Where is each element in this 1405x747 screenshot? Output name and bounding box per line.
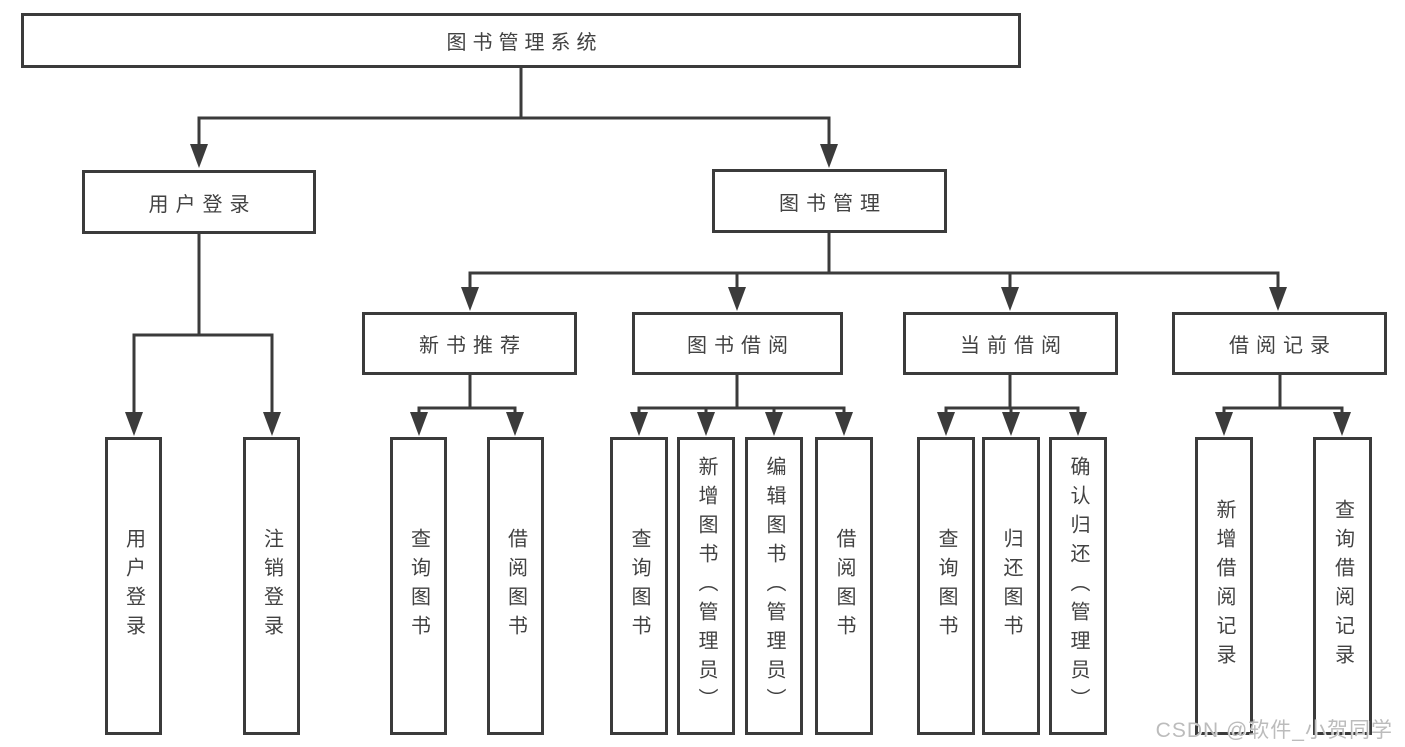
connector-root-to-level2 [197, 66, 831, 148]
leaf-bookborrow-add-admin-label: 新增图书（管理员） [695, 455, 717, 717]
leaf-borrowrecord-add-label: 新增借阅记录 [1213, 499, 1235, 673]
node-user-login-branch: 用户登录 [82, 170, 316, 234]
leaf-bookborrow-query-label: 查询图书 [628, 528, 650, 644]
leaf-user-login: 用户登录 [105, 437, 162, 735]
node-new-book: 新书推荐 [362, 312, 577, 375]
connector-user-login-to-leaves [132, 232, 274, 416]
leaf-currentborrow-query: 查询图书 [917, 437, 975, 735]
connector-new-book-to-leaves [417, 373, 517, 418]
leaf-borrowrecord-query: 查询借阅记录 [1313, 437, 1372, 735]
arrow-to-borrow-record [1269, 287, 1287, 311]
arrow-to-leaf-nb-borrow [506, 412, 524, 436]
arrow-to-leaf-bb-add [697, 412, 715, 436]
arrow-to-leaf-br-add [1215, 412, 1233, 436]
leaf-newbook-borrow: 借阅图书 [487, 437, 544, 735]
leaf-currentborrow-return-label: 归还图书 [1000, 528, 1022, 644]
connector-borrow-record-to-leaves [1222, 373, 1344, 418]
leaf-currentborrow-return: 归还图书 [982, 437, 1040, 735]
arrow-to-new-book [461, 287, 479, 311]
arrow-to-leaf-bb-query [630, 412, 648, 436]
connector-book-borrow-to-leaves [637, 373, 846, 418]
leaf-bookborrow-borrow: 借阅图书 [815, 437, 873, 735]
leaf-currentborrow-query-label: 查询图书 [935, 528, 957, 644]
node-borrow-record: 借阅记录 [1172, 312, 1387, 375]
connector-current-borrow-to-leaves [944, 373, 1080, 418]
arrow-to-leaf-cb-return [1002, 412, 1020, 436]
leaf-bookborrow-query: 查询图书 [610, 437, 668, 735]
leaf-borrowrecord-query-label: 查询借阅记录 [1331, 499, 1354, 673]
node-book-mgmt-branch: 图书管理 [712, 169, 947, 233]
arrow-to-user-login [190, 144, 208, 168]
csdn-watermark: CSDN @软件_小贺同学 [1155, 719, 1393, 742]
leaf-newbook-query-label: 查询图书 [407, 528, 430, 644]
arrow-to-book-borrow [728, 287, 746, 311]
arrow-to-book-mgmt [820, 144, 838, 168]
arrow-to-current-borrow [1001, 287, 1019, 311]
leaf-bookborrow-edit-admin-label: 编辑图书（管理员） [763, 455, 785, 717]
arrow-to-leaf-nb-query [410, 412, 428, 436]
leaf-bookborrow-edit-admin: 编辑图书（管理员） [745, 437, 803, 735]
leaf-logout-label: 注销登录 [260, 528, 283, 644]
leaf-bookborrow-borrow-label: 借阅图书 [833, 528, 855, 644]
leaf-user-login-label: 用户登录 [122, 528, 145, 644]
arrowheads [125, 144, 1351, 436]
arrow-to-leaf-user-login [125, 412, 143, 436]
leaf-borrowrecord-add: 新增借阅记录 [1195, 437, 1253, 735]
arrow-to-leaf-br-query [1333, 412, 1351, 436]
leaf-newbook-borrow-label: 借阅图书 [504, 528, 527, 644]
arrow-to-leaf-cb-query [937, 412, 955, 436]
arrow-to-leaf-bb-borrow [835, 412, 853, 436]
node-book-borrow: 图书借阅 [632, 312, 843, 375]
arrow-to-leaf-bb-edit [765, 412, 783, 436]
leaf-logout: 注销登录 [243, 437, 300, 735]
leaf-currentborrow-confirm-admin-label: 确认归还（管理员） [1067, 455, 1089, 717]
node-root: 图书管理系统 [21, 13, 1021, 68]
leaf-bookborrow-add-admin: 新增图书（管理员） [677, 437, 735, 735]
leaf-newbook-query: 查询图书 [390, 437, 447, 735]
arrow-to-leaf-logout [263, 412, 281, 436]
arrow-to-leaf-cb-confirm [1069, 412, 1087, 436]
connector-book-mgmt-to-level3 [468, 231, 1280, 293]
leaf-currentborrow-confirm-admin: 确认归还（管理员） [1049, 437, 1107, 735]
node-current-borrow: 当前借阅 [903, 312, 1118, 375]
